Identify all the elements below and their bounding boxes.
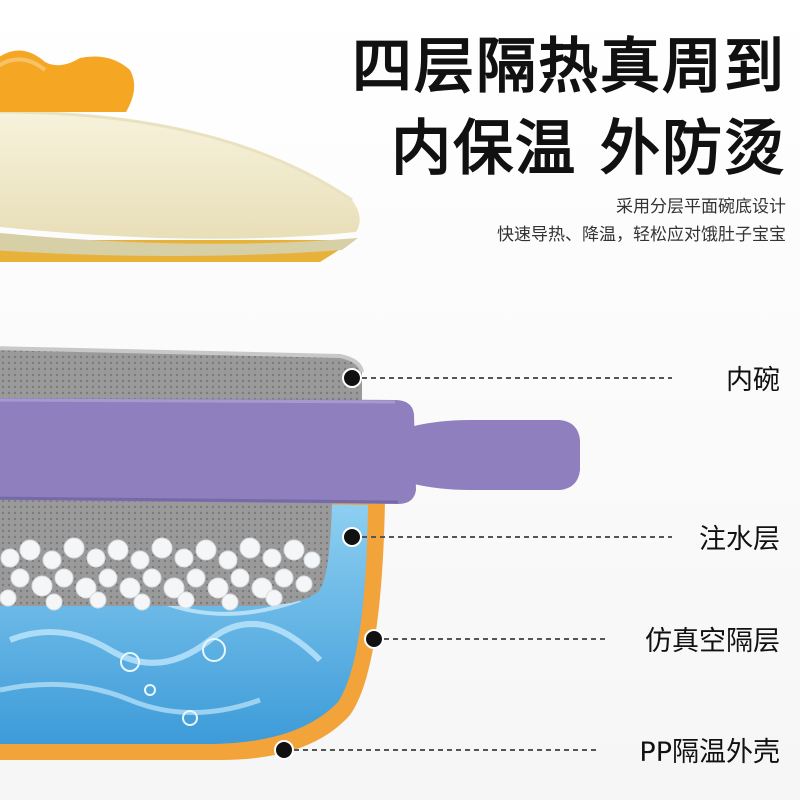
headline-line-2: 内保温 外防烫 bbox=[391, 114, 786, 184]
callout-line-outer-shell bbox=[274, 740, 598, 760]
callout-label-water-layer: 注水层 bbox=[699, 524, 780, 555]
lid-knob bbox=[0, 50, 135, 112]
purple-ring bbox=[0, 398, 580, 504]
lid bbox=[0, 110, 360, 262]
callout-line-vacuum-layer bbox=[364, 629, 606, 649]
description-line-2: 快速导热、降温，轻松应对饿肚子宝宝 bbox=[497, 225, 786, 245]
description-line-1: 采用分层平面碗底设计 bbox=[616, 197, 786, 217]
insulation-beads bbox=[0, 537, 321, 611]
callout-label-inner-bowl: 内碗 bbox=[726, 365, 780, 396]
callout-line-water-layer bbox=[342, 527, 672, 547]
headline-line-1: 四层隔热真周到 bbox=[352, 32, 786, 102]
callout-line-inner-bowl bbox=[342, 368, 672, 388]
inner-bowl bbox=[0, 346, 364, 400]
callout-label-vacuum-layer: 仿真空隔层 bbox=[645, 626, 780, 657]
callout-label-outer-shell: PP隔温外壳 bbox=[639, 737, 780, 768]
